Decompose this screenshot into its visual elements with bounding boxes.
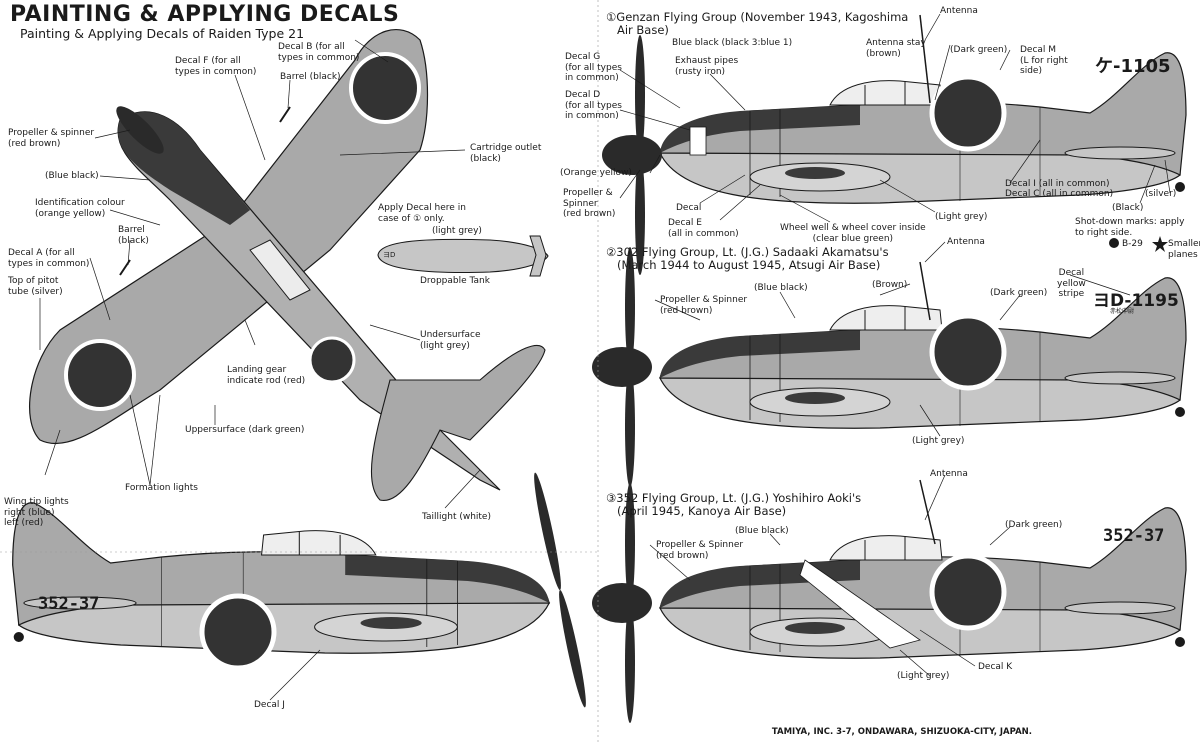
label-barrel-top: Barrel (black) [280, 72, 341, 82]
g3-label-decal-k: Decal K [978, 662, 1013, 672]
g3-label-light-grey: (Light grey) [897, 671, 950, 681]
g1-label-exhaust: Exhaust pipes (rusty iron) [675, 56, 739, 77]
bottom-left-hinomaru [199, 593, 277, 671]
label-tank-color: (light grey) [432, 226, 482, 236]
g2-label-brown: (Brown) [872, 280, 908, 290]
top-view-aircraft [29, 29, 546, 501]
g1-label-b29: B-29 [1122, 239, 1143, 249]
top-view-barrel [279, 106, 291, 123]
group3-title: ③352 Flying Group, Lt. (J.G.) Yoshihiro … [606, 491, 862, 518]
label-undersurface: Undersurface (light grey) [420, 330, 481, 351]
g1-label-light-grey: (Light grey) [935, 212, 988, 222]
g1-label-orange: (Orange yellow) [560, 168, 632, 178]
g3-label-propeller: Propeller & Spinner (red brown) [656, 540, 744, 561]
bottom-left-aircraft [12, 502, 550, 654]
g2-label-blue-black: (Blue black) [754, 283, 808, 293]
group1-code: ケ-1105 [1095, 56, 1171, 77]
label-formation-lights: Formation lights [125, 483, 198, 493]
bottom-left-propeller [534, 472, 586, 708]
top-view-tailplane [370, 344, 546, 501]
label-blue-black: (Blue black) [45, 171, 99, 181]
bottom-left-code: 352-37 [38, 594, 100, 614]
g1-label-decal-d: Decal D (for all types in common) [565, 90, 622, 121]
g2-label-dark-green: (Dark green) [990, 288, 1048, 298]
label-identification: Identification colour (orange yellow) [35, 198, 125, 219]
g1-label-decal: Decal [676, 203, 702, 213]
label-taillight: Taillight (white) [422, 512, 491, 522]
g1-label-shot-down: Shot-down marks: apply to right side. [1075, 217, 1185, 238]
g1-label-antenna-stay: Antenna stay (brown) [866, 38, 926, 59]
drop-tank-drawing [377, 235, 549, 277]
group3-aircraft [592, 479, 1187, 723]
g1-label-decal-g: Decal G (for all types in common) [565, 52, 622, 83]
top-view-hinomaru-fuselage [308, 336, 356, 384]
label-decal-j: Decal J [254, 700, 285, 710]
top-view-hinomaru-lower [64, 339, 136, 411]
g3-label-dark-green: (Dark green) [1005, 520, 1063, 530]
label-landing-gear: Landing gear indicate rod (red) [227, 365, 306, 386]
g2-label-decal-yellow: Decal yellow stripe [1057, 268, 1086, 299]
label-cartridge: Cartridge outlet (black) [470, 143, 542, 164]
g1-label-antenna: Antenna [940, 6, 978, 16]
label-decal-a: Decal A (for all types in common) [8, 248, 90, 269]
side-view-leader-lines [619, 13, 1171, 677]
group2-title: ②302 Flying Group, Lt. (J.G.) Sadaaki Ak… [606, 245, 889, 272]
page-title: PAINTING & APPLYING DECALS [10, 2, 400, 27]
g1-label-black: (Black) [1112, 203, 1144, 213]
group2-aircraft [592, 247, 1187, 487]
label-wingtip-lights: Wing tip lights right (blue) left (red) [4, 497, 69, 528]
sheet-guides [0, 0, 599, 742]
group2-code: ヨD-1195 [1093, 291, 1179, 311]
top-view-propeller [116, 106, 164, 154]
group2-pilot-name: 赤松中尉 [1110, 308, 1135, 315]
g1-label-decal-c: Decal C (all in common) [1005, 189, 1114, 199]
g1-label-decal-m: Decal M (L for right side) [1020, 45, 1068, 76]
g2-label-antenna: Antenna [947, 237, 985, 247]
g1-label-blue-black: Blue black (black 3:blue 1) [672, 38, 793, 48]
page-subtitle: Painting & Applying Decals of Raiden Typ… [20, 26, 305, 41]
top-view-hinomaru-upper [349, 52, 421, 124]
g1-label-smaller-planes: Smaller planes [1168, 239, 1200, 260]
label-decal-b: Decal B (for all types in common) [278, 42, 360, 63]
g1-label-propeller: Propeller & Spinner (red brown) [563, 188, 616, 219]
label-decal-f: Decal F (for all types in common) [175, 56, 257, 77]
label-pitot: Top of pitot tube (silver) [8, 276, 63, 297]
b29-mark-icon [1109, 238, 1119, 248]
g1-label-silver: (silver) [1145, 189, 1177, 199]
g2-label-propeller: Propeller & Spinner (red brown) [660, 295, 748, 316]
g3-label-blue-black: (Blue black) [735, 526, 789, 536]
g1-label-dark-green: (Dark green) [950, 45, 1008, 55]
label-droppable-tank: Droppable Tank [420, 276, 490, 286]
g1-label-decal-i: Decal I (all in common) [1005, 179, 1110, 189]
group3-code: 352-37 [1103, 526, 1165, 546]
group1-title: ①Genzan Flying Group (November 1943, Kag… [606, 10, 909, 37]
label-uppersurface: Uppersurface (dark green) [185, 425, 305, 435]
label-barrel: Barrel (black) [118, 225, 149, 246]
tank-decal-mark: ヨD [383, 251, 396, 259]
top-view-canopy [249, 239, 311, 301]
decal-j-leader [269, 649, 321, 701]
g1-label-decal-e: Decal E (all in common) [668, 218, 739, 239]
publisher-footer: TAMIYA, INC. 3-7, ONDAWARA, SHIZUOKA-CIT… [771, 727, 1032, 737]
label-apply-decal: Apply Decal here in case of ① only. [378, 203, 466, 224]
group1-aircraft [602, 14, 1187, 275]
small-plane-star-icon [1152, 236, 1168, 252]
g1-label-wheel-well: Wheel well & wheel cover inside (clear b… [780, 223, 926, 244]
g3-label-antenna: Antenna [930, 469, 968, 479]
label-propeller: Propeller & spinner (red brown) [8, 128, 95, 149]
g2-label-light-grey: (Light grey) [912, 436, 965, 446]
top-view-leader-lines [39, 39, 481, 509]
